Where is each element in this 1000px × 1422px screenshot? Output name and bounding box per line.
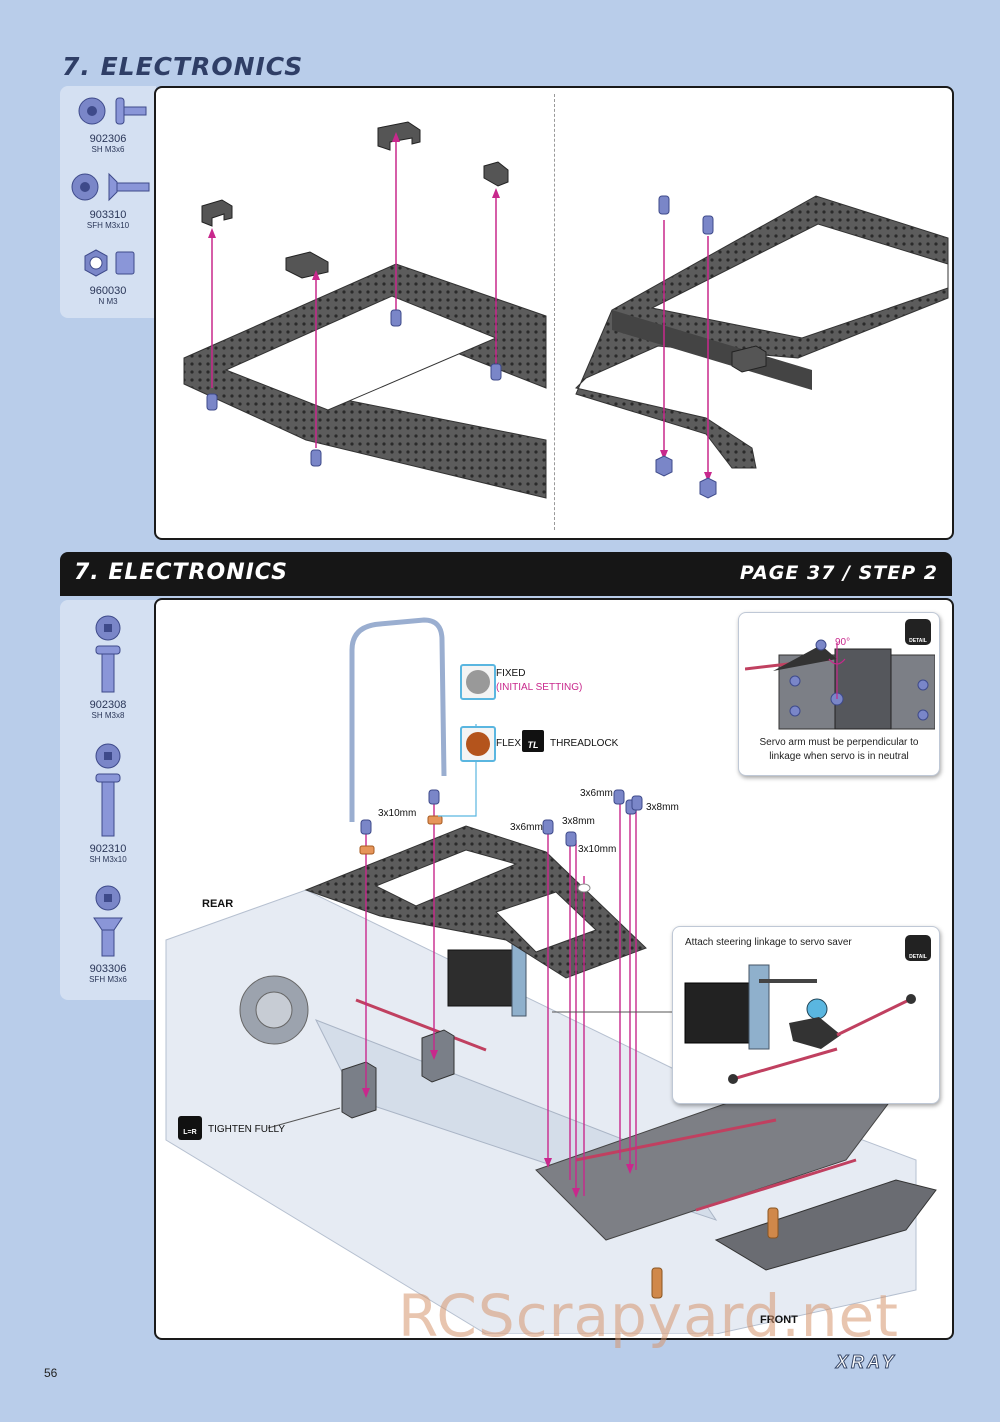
part-name: SH M3x10 bbox=[89, 855, 127, 864]
hex-nut-icon bbox=[84, 249, 135, 277]
detail-magnifier-icon: DETAIL bbox=[905, 619, 931, 645]
part-902306: 902306 SH M3x6 bbox=[60, 94, 156, 154]
section1-title: 7. ELECTRONICS bbox=[62, 52, 304, 81]
part-name: SFH M3x10 bbox=[86, 221, 130, 230]
part-name: SH M3x8 bbox=[91, 711, 125, 720]
part-name: N M3 bbox=[98, 297, 118, 306]
rear-label: REAR bbox=[202, 898, 234, 910]
section2-header-bar: 7. ELECTRONICS PAGE 37 / STEP 2 bbox=[60, 552, 952, 596]
watermark-text: RCScrapyard.net bbox=[398, 1282, 899, 1350]
part-code: 902310 bbox=[89, 843, 127, 855]
screw-size-label: 3x6mm bbox=[580, 788, 613, 799]
servo-arm-detail-box: DETAIL 90° Servo arm must be perpendicul… bbox=[738, 612, 940, 776]
panel-divider bbox=[554, 94, 555, 530]
part-name: SFH M3x6 bbox=[89, 975, 127, 984]
part-903310: 903310 SFH M3x10 bbox=[60, 170, 156, 230]
chassis-assembly-illustration bbox=[165, 617, 937, 1334]
part-902310: 902310 SH M3x10 bbox=[60, 742, 156, 864]
part-code: 902308 bbox=[89, 699, 127, 711]
screw-size-label: 3x10mm bbox=[578, 844, 617, 855]
step2-illustration-panel: FIXED (INITIAL SETTING) FLEX TL THREADLO… bbox=[154, 598, 954, 1340]
screw-size-label: 3x8mm bbox=[562, 816, 595, 827]
button-head-screw-icon bbox=[78, 97, 147, 125]
part-903306: 903306 SFH M3x6 bbox=[60, 884, 156, 984]
step1-illustration-panel bbox=[154, 86, 954, 540]
initial-setting-label: (INITIAL SETTING) bbox=[496, 682, 583, 693]
part-code: 960030 bbox=[89, 285, 127, 297]
detail1-caption-line2: linkage when servo is in neutral bbox=[769, 751, 909, 762]
fixed-label: FIXED bbox=[496, 668, 526, 679]
threadlock-icon: TL bbox=[522, 730, 544, 752]
flex-threadlock-icon bbox=[460, 726, 496, 762]
part-902308: 902308 SH M3x8 bbox=[60, 614, 156, 720]
part-name: SH M3x6 bbox=[91, 145, 125, 154]
page-step-label: PAGE 37 / STEP 2 bbox=[739, 562, 938, 584]
button-head-screw-icon bbox=[95, 743, 121, 837]
section2-title: 7. ELECTRONICS bbox=[74, 560, 288, 585]
part-960030: 960030 N M3 bbox=[60, 246, 156, 306]
angle-label: 90° bbox=[835, 637, 851, 648]
detail-magnifier-icon: DETAIL bbox=[905, 935, 931, 961]
front-label: FRONT bbox=[760, 1314, 798, 1326]
part-code: 903310 bbox=[89, 209, 127, 221]
screw-size-label: 3x6mm bbox=[510, 822, 543, 833]
detail1-caption-line1: Servo arm must be perpendicular to bbox=[759, 737, 919, 748]
fixed-threadlock-icon bbox=[460, 664, 496, 700]
brand-logo: XRAY bbox=[836, 1352, 897, 1373]
flat-head-screw-icon bbox=[71, 172, 150, 202]
flex-label: FLEX bbox=[496, 738, 522, 749]
tighten-fully-label: TIGHTEN FULLY bbox=[208, 1124, 286, 1135]
deck-with-nuts-illustration bbox=[575, 195, 949, 499]
flat-head-screw-icon bbox=[93, 885, 123, 957]
screw-size-label: 3x8mm bbox=[646, 802, 679, 813]
part-code: 902306 bbox=[89, 133, 127, 145]
screw-size-label: 3x10mm bbox=[378, 808, 417, 819]
steering-linkage-detail-box: Attach steering linkage to servo saver D… bbox=[672, 926, 940, 1104]
tighten-fully-icon: L=R bbox=[178, 1116, 202, 1140]
button-head-screw-icon bbox=[95, 615, 121, 693]
parts-list-1: 902306 SH M3x6 903310 SFH M3x10 960030 N… bbox=[60, 86, 156, 318]
top-deck-assembly-illustration bbox=[183, 121, 547, 499]
parts-list-2: 902308 SH M3x8 902310 SH M3x10 903306 SF… bbox=[60, 600, 156, 1000]
steering-linkage-detail-illustration bbox=[684, 964, 916, 1084]
detail2-caption: Attach steering linkage to servo saver bbox=[685, 937, 852, 948]
part-code: 903306 bbox=[89, 963, 127, 975]
page-number: 56 bbox=[44, 1366, 58, 1380]
threadlock-label: THREADLOCK bbox=[550, 738, 619, 749]
servo-arm-detail-illustration bbox=[745, 639, 935, 730]
